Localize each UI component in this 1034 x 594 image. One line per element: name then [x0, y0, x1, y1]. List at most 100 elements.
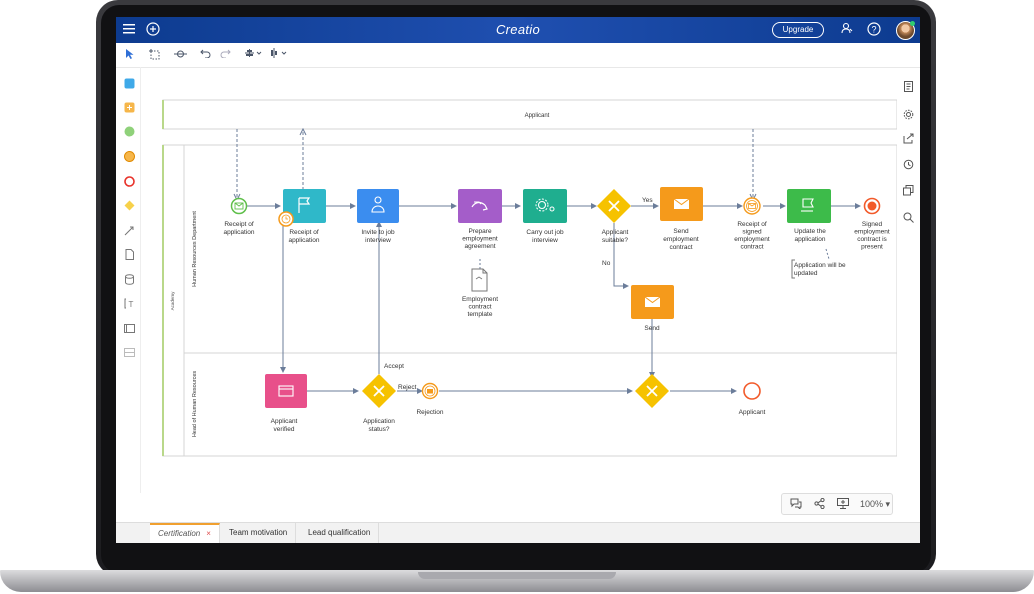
- gateway-tool-icon[interactable]: [124, 198, 135, 211]
- zoom-search-icon[interactable]: [903, 212, 914, 223]
- copy-icon[interactable]: [903, 185, 914, 196]
- export-icon[interactable]: [903, 133, 914, 144]
- process-tabs-bar: Certification× Team motivation Lead qual…: [116, 522, 920, 543]
- zoom-level-select[interactable]: 100% ▾: [860, 499, 891, 509]
- text-annotation-tool-icon[interactable]: T: [124, 296, 135, 309]
- app-logo: Creatio: [495, 22, 540, 37]
- gateway-application-status[interactable]: [362, 374, 396, 408]
- end-event-applicant[interactable]: [743, 382, 761, 400]
- annotation-application-updated[interactable]: [791, 259, 795, 279]
- gateway-applicant-suitable[interactable]: [597, 189, 631, 223]
- user-icon[interactable]: [839, 22, 855, 38]
- end-event-tool-icon[interactable]: [124, 174, 135, 187]
- start-event-tool-icon[interactable]: [124, 124, 135, 137]
- properties-icon[interactable]: [903, 81, 914, 92]
- flow-label-reject: Reject: [398, 384, 417, 391]
- flow-tool-icon[interactable]: [124, 223, 135, 236]
- task-update-the-application[interactable]: [787, 189, 831, 223]
- properties-sidebar: [897, 67, 920, 493]
- add-circle-icon[interactable]: [145, 22, 161, 38]
- task-prepare-employment-agreement[interactable]: [458, 189, 502, 223]
- online-status-dot: [910, 21, 915, 26]
- history-icon[interactable]: [903, 159, 914, 170]
- data-object-contract-template[interactable]: [471, 268, 488, 292]
- pool-label-applicant: Applicant: [525, 113, 550, 119]
- task-invite-to-job-interview[interactable]: [357, 189, 399, 223]
- fit-to-screen-icon[interactable]: [837, 498, 849, 512]
- redo-icon[interactable]: [220, 48, 231, 62]
- undo-icon[interactable]: [200, 48, 211, 62]
- pool-label-academy: Academy: [170, 291, 175, 311]
- align-icon[interactable]: [244, 48, 262, 62]
- select-area-icon[interactable]: [148, 48, 161, 64]
- hamburger-icon[interactable]: [121, 22, 137, 38]
- lane-label-head-of-hr: Head of Human Resources: [192, 371, 198, 438]
- help-icon[interactable]: ?: [866, 22, 882, 38]
- svg-text:T: T: [129, 300, 134, 309]
- event-receipt-of-signed-contract[interactable]: [743, 197, 761, 215]
- gateway-merge[interactable]: [635, 374, 669, 408]
- task-receipt-of-application[interactable]: [278, 189, 326, 227]
- designer-toolbar: [116, 43, 920, 68]
- connect-icon[interactable]: [174, 48, 187, 64]
- subprocess-tool-icon[interactable]: [124, 100, 135, 113]
- label-event-rejection: Rejection: [416, 409, 443, 416]
- close-tab-icon[interactable]: ×: [206, 529, 211, 538]
- label-end-applicant: Applicant: [739, 409, 766, 416]
- share-icon[interactable]: [814, 497, 825, 512]
- tab-team-motivation[interactable]: Team motivation: [221, 523, 297, 543]
- event-rejection[interactable]: [421, 382, 439, 400]
- task-carry-out-job-interview[interactable]: [523, 189, 567, 223]
- distribute-icon[interactable]: [269, 48, 287, 62]
- comments-icon[interactable]: [790, 498, 802, 512]
- tab-lead-qualification-label: Lead qualification: [308, 528, 371, 537]
- pool-tool-icon[interactable]: [124, 321, 135, 333]
- lane-tool-icon[interactable]: [124, 345, 135, 357]
- flow-label-accept: Accept: [384, 363, 404, 370]
- task-applicant-verified[interactable]: [265, 374, 307, 408]
- lane-label-hr-department: Human Resources Department: [192, 211, 198, 287]
- tab-certification[interactable]: Certification×: [150, 523, 220, 543]
- element-palette: T: [116, 67, 141, 493]
- task-send[interactable]: [631, 285, 674, 319]
- applicant-pool-header[interactable]: [162, 99, 898, 130]
- tab-team-motivation-label: Team motivation: [229, 528, 288, 537]
- data-object-tool-icon[interactable]: [124, 247, 135, 260]
- flow-label-no: No: [602, 260, 611, 267]
- intermediate-event-tool-icon[interactable]: [124, 149, 135, 162]
- avatar[interactable]: [896, 21, 915, 40]
- task-send-employment-contract[interactable]: [660, 187, 703, 221]
- task-tool-icon[interactable]: [124, 76, 135, 89]
- data-store-tool-icon[interactable]: [124, 272, 135, 285]
- start-event-receipt-of-application[interactable]: [230, 197, 248, 215]
- canvas-controls: 100% ▾: [781, 493, 893, 515]
- settings-gear-icon[interactable]: [903, 109, 914, 120]
- label-task-send: Send: [644, 325, 660, 332]
- pointer-icon[interactable]: [125, 48, 135, 64]
- top-bar: Creatio Upgrade ?: [116, 17, 920, 43]
- app-screen: Creatio Upgrade ?: [116, 17, 920, 543]
- message-flows[interactable]: [236, 129, 754, 200]
- diagram-canvas[interactable]: Applicant Academy Human Resources Depart…: [140, 67, 898, 493]
- zoom-level-value: 100%: [860, 499, 884, 509]
- laptop-notch: [418, 572, 616, 579]
- svg-text:?: ?: [871, 25, 876, 35]
- upgrade-button[interactable]: Upgrade: [772, 22, 824, 38]
- laptop-base: [0, 570, 1034, 592]
- tab-lead-qualification[interactable]: Lead qualification: [300, 523, 380, 543]
- sequence-flows[interactable]: [246, 203, 861, 394]
- end-event-signed-contract-present[interactable]: [863, 197, 881, 215]
